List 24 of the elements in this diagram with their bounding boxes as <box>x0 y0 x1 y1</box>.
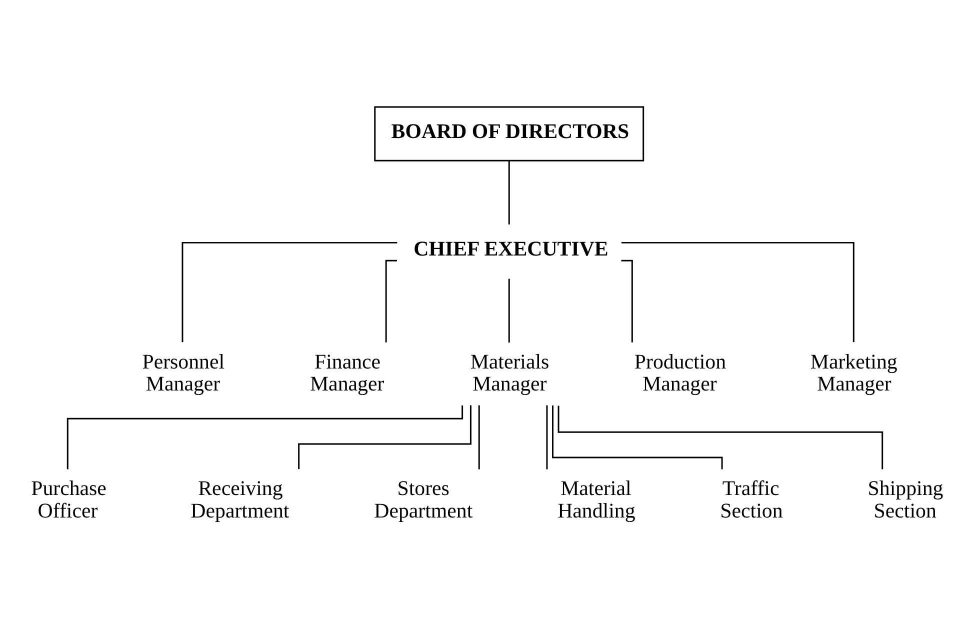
node-text: Marketing Manager <box>810 349 898 396</box>
node-text: Receiving Department <box>190 476 290 522</box>
connector <box>621 242 854 342</box>
connector <box>508 278 510 343</box>
connector <box>621 260 633 342</box>
node-text: Purchase Officer <box>31 476 106 522</box>
node-text: Material Handling <box>558 476 636 522</box>
node-text: Traffic Section <box>720 476 783 522</box>
node-text: Shipping Section <box>868 476 944 522</box>
connector <box>385 260 397 342</box>
node-text: Materials Manager <box>470 349 550 396</box>
node-text: Personnel Manager <box>142 349 225 396</box>
node-text: Finance Manager <box>310 349 384 396</box>
connector <box>546 405 548 470</box>
connector <box>298 405 472 470</box>
connector <box>182 242 398 342</box>
node-text: Stores Department <box>374 476 473 522</box>
node-box: BOARD OF DIRECTORS <box>374 106 644 162</box>
connector <box>558 406 884 470</box>
connector <box>66 406 464 470</box>
connector <box>508 161 510 224</box>
node-text: CHIEF EXECUTIVE <box>414 236 608 261</box>
node-text: Production Manager <box>634 349 726 396</box>
connector <box>478 405 480 470</box>
